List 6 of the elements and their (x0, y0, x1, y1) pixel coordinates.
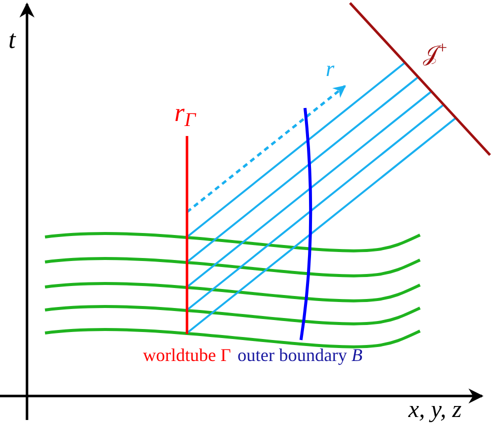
math-label: r (324, 55, 336, 83)
math-label: outer boundary B (236, 344, 364, 366)
math-label: r$_{Γ}$ (173, 97, 198, 132)
math-label: t (7, 24, 17, 56)
math-label: 𝒥$^{+}$ (422, 37, 448, 68)
math-label: x, y, z (407, 396, 463, 425)
